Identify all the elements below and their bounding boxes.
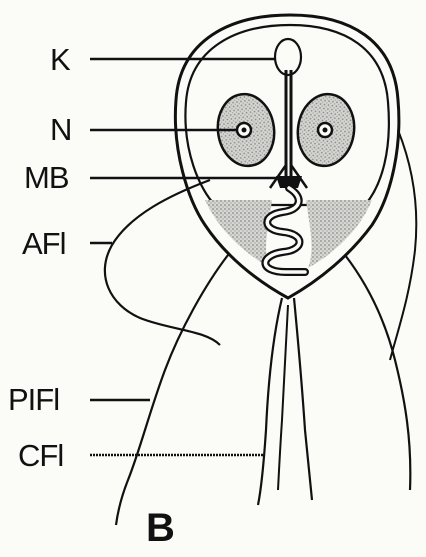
posterolateral-flagellum-left	[116, 255, 228, 525]
caudal-flagellum-inner	[278, 305, 288, 490]
posterolateral-flagellum-right	[345, 255, 410, 490]
label-n: N	[50, 114, 71, 145]
nucleolus-right-dot	[323, 128, 328, 133]
label-cfl: CFl	[18, 440, 63, 471]
label-k: K	[50, 44, 70, 75]
label-afl: AFl	[22, 228, 66, 259]
anterior-flagellum-left	[105, 180, 220, 345]
caudal-flagellum-right	[294, 298, 312, 500]
axostyle	[286, 70, 291, 180]
label-pifl: PIFl	[8, 384, 59, 415]
figure-label: B	[146, 508, 175, 548]
stipple-left	[205, 200, 272, 268]
stipple-right	[306, 200, 372, 268]
karyosome	[275, 39, 301, 75]
label-mb: MB	[24, 162, 69, 193]
nucleolus-left-dot	[242, 128, 247, 133]
